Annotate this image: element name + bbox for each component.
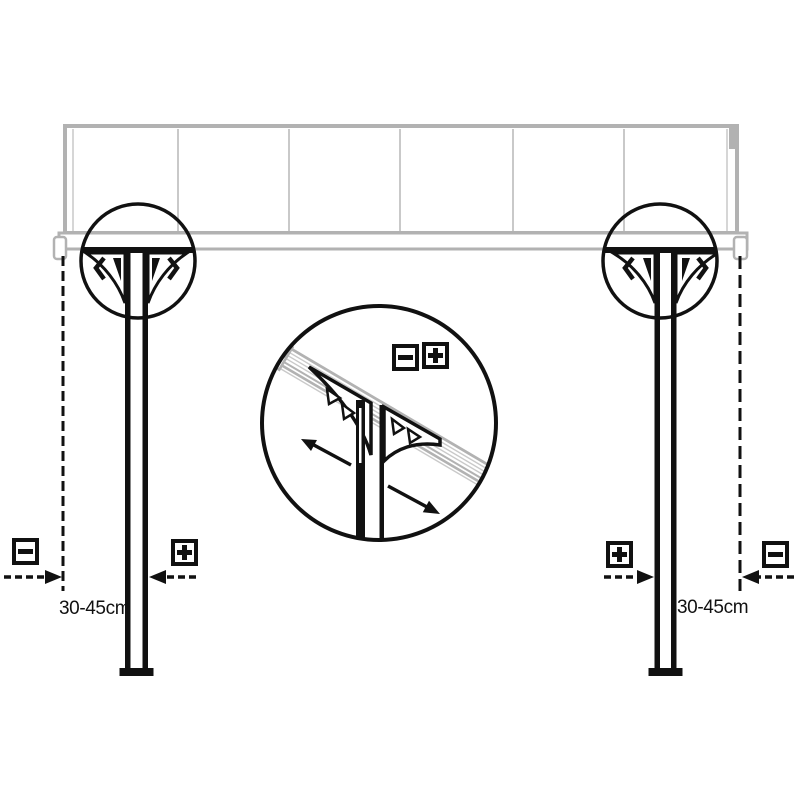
left-detail-circle-outline	[79, 202, 197, 320]
dimension-arrows	[4, 570, 794, 584]
right-outer-arrowhead	[742, 570, 759, 584]
minus-symbol-box-left-outer	[12, 538, 39, 565]
right-inner-arrowhead	[637, 570, 654, 584]
bracket-chevron-cutout	[622, 256, 635, 281]
right-bracket-detail	[601, 202, 719, 320]
left-outer-arrowhead	[45, 570, 62, 584]
minus-icon	[18, 549, 33, 554]
gutter-left-end-cap	[52, 235, 68, 261]
bracket-chevron-cutout	[696, 256, 709, 281]
beam-bottom-edge	[604, 247, 716, 253]
bracket-triangle-cutout	[152, 258, 160, 281]
left-inner-arrowhead	[149, 570, 166, 584]
right-post	[648, 250, 683, 676]
right-detail-circle-outline	[601, 202, 719, 320]
bracket-left-arm	[607, 251, 657, 304]
post-3d	[356, 400, 384, 539]
bracket-right-arm	[146, 251, 192, 304]
slide-arrows	[301, 439, 440, 514]
plus-symbol-box-left-inner	[171, 539, 198, 566]
plus-symbol-box-right-inner	[606, 541, 633, 568]
bracket-triangle-cutout	[325, 386, 343, 406]
center-bracket-detail	[260, 304, 498, 542]
canopy-panel-dividers	[177, 129, 625, 231]
canopy-right-corner-piece	[729, 125, 739, 149]
left-bracket-detail	[79, 202, 197, 320]
bracket-triangle-cutout	[682, 258, 690, 281]
left-post-base-plate	[119, 668, 154, 676]
left-post	[119, 250, 154, 676]
beam-bottom-edge	[82, 247, 194, 253]
bracket-left-arm	[82, 251, 127, 304]
bracket-triangle-cutout	[643, 258, 651, 281]
minus-icon	[398, 355, 413, 360]
arrow-up-left	[301, 439, 317, 451]
bracket-chevron-cutout	[93, 256, 106, 281]
minus-icon	[768, 552, 783, 557]
left-dimension-label: 30-45cm	[59, 598, 131, 619]
minus-symbol-box-detail	[392, 344, 419, 371]
plus-symbol-box-detail	[422, 342, 449, 369]
bracket-triangle-cutout	[390, 416, 407, 437]
bracket-triangle-cutout	[113, 258, 121, 281]
canopy-structure	[52, 124, 749, 261]
right-dimension-label: 30-45cm	[677, 597, 749, 618]
bracket-triangle-cutout	[340, 401, 357, 422]
minus-symbol-box-right-outer	[762, 541, 789, 568]
right-post-base-plate	[648, 668, 683, 676]
gutter-beam	[57, 231, 749, 251]
arrow-down-right	[422, 500, 440, 514]
center-detail-circle-outline	[260, 304, 498, 542]
bracket-triangle-cutout	[406, 426, 423, 446]
bracket-chevron-cutout	[167, 256, 180, 281]
gutter-right-end-cap	[732, 235, 749, 261]
